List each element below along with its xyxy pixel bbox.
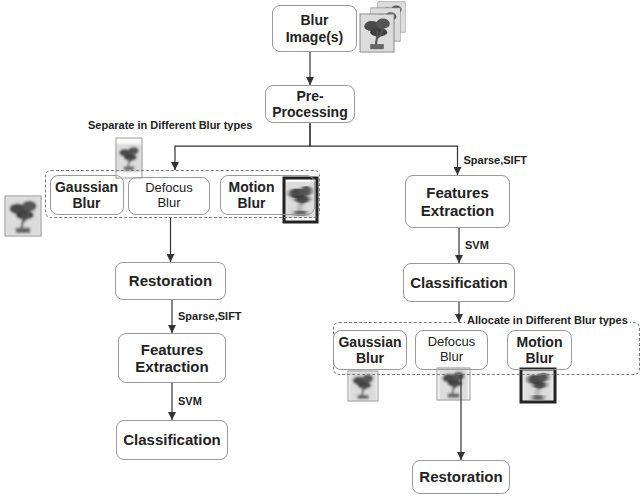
connector-arrow xyxy=(460,375,461,460)
process-box: Classification xyxy=(403,263,515,302)
connector-arrow xyxy=(171,383,172,420)
blur-type-box: Gaussian Blur xyxy=(333,330,407,370)
box-label: Features Extraction xyxy=(411,184,504,219)
connector-arrow xyxy=(170,218,171,262)
process-box: Features Extraction xyxy=(405,175,510,228)
process-box: Pre- Processing xyxy=(265,85,355,123)
image-stack xyxy=(360,2,405,52)
process-box: Classification xyxy=(116,420,228,460)
connector-arrow xyxy=(171,300,172,333)
connector-arrow xyxy=(458,228,459,263)
box-label: Gaussian Blur xyxy=(54,179,120,211)
box-label: Classification xyxy=(410,274,508,291)
box-label: Defocus Blur xyxy=(419,335,484,365)
blur-type-box: Gaussian Blur xyxy=(50,175,124,215)
blur-type-box: Motion Blur xyxy=(220,175,315,215)
process-box: Blur Image(s) xyxy=(272,5,357,52)
connector-arrow xyxy=(310,123,458,175)
group-heading: Allocate in Different Blur types xyxy=(465,314,630,327)
box-label: Classification xyxy=(123,431,221,448)
box-label: Blur Image(s) xyxy=(278,12,351,44)
blur-thumbnail xyxy=(5,138,555,402)
group-heading: Separate in Different Blur types xyxy=(86,119,254,132)
connector-arrow xyxy=(309,52,310,85)
blur-type-box: Defocus Blur xyxy=(128,177,210,215)
box-label: Restoration xyxy=(129,272,212,289)
box-label: Motion Blur xyxy=(225,179,278,211)
box-label: Motion Blur xyxy=(511,334,568,366)
group-box: Allocate in Different Blur typesGaussian… xyxy=(333,322,640,375)
box-label: Defocus Blur xyxy=(132,181,206,211)
edge-label: SVM xyxy=(464,239,490,252)
edge-label: Sparse,SIFT xyxy=(463,154,529,167)
edge-label: SVM xyxy=(177,395,203,408)
box-label: Restoration xyxy=(419,468,502,485)
connector-arrow xyxy=(458,302,459,322)
box-label: Gaussian Blur xyxy=(337,334,403,366)
process-box: Restoration xyxy=(412,460,510,494)
process-box: Restoration xyxy=(115,262,226,300)
box-label: Pre- Processing xyxy=(271,88,349,120)
edge-label: Sparse,SIFT xyxy=(177,310,243,323)
box-label: Features Extraction xyxy=(124,341,220,376)
blur-type-box: Defocus Blur xyxy=(415,330,488,370)
blur-type-box: Motion Blur xyxy=(507,330,572,370)
group-box: Separate in Different Blur typesGaussian… xyxy=(45,170,320,218)
process-box: Features Extraction xyxy=(118,333,226,383)
